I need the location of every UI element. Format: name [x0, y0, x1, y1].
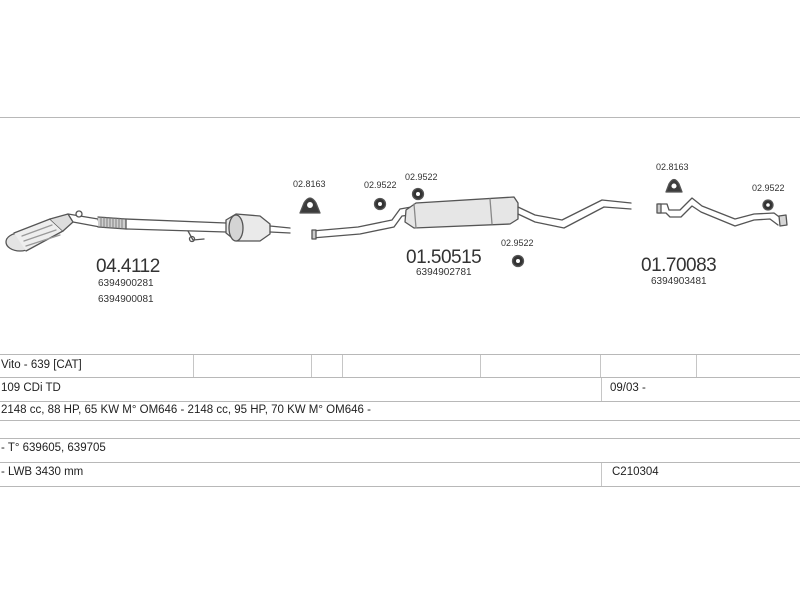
- rear-pipe-assembly: [656, 197, 788, 227]
- part-number-hanger: 02.8163: [656, 162, 689, 172]
- divider: [480, 355, 481, 377]
- type-codes: - T° 639605, 639705: [1, 442, 106, 454]
- oem-number: 6394903481: [651, 276, 707, 287]
- part-number-rubber: 02.9522: [364, 180, 397, 190]
- divider: [601, 463, 602, 486]
- catalog-code: C210304: [612, 466, 659, 478]
- rubber-mount-icon: [762, 199, 774, 211]
- part-number-rubber: 02.9522: [501, 238, 534, 248]
- model-name: Vito - 639 [CAT]: [1, 359, 82, 371]
- exhaust-diagram: [5, 178, 788, 268]
- rubber-hanger-icon: [299, 197, 321, 214]
- part-number-rubber: 02.9522: [405, 172, 438, 182]
- part-number-rear-pipe: 01.70083: [641, 255, 717, 276]
- divider: [0, 486, 800, 487]
- rubber-mount-icon: [411, 187, 425, 201]
- oem-number: 6394900081: [98, 294, 154, 305]
- divider: [0, 438, 800, 439]
- oem-number: 6394900281: [98, 278, 154, 289]
- divider: [0, 377, 800, 378]
- divider: [342, 355, 343, 377]
- part-number-hanger: 02.8163: [293, 179, 326, 189]
- divider: [311, 355, 312, 377]
- divider: [600, 355, 601, 377]
- divider: [601, 378, 602, 401]
- divider: [193, 355, 194, 377]
- engine-specs: 2148 cc, 88 HP, 65 KW M° OM646 - 2148 cc…: [1, 404, 371, 416]
- divider: [0, 401, 800, 402]
- divider: [0, 354, 800, 355]
- divider: [0, 117, 800, 118]
- divider: [696, 355, 697, 377]
- rubber-mount-icon: [511, 254, 525, 268]
- part-number-cat-assembly: 04.4112: [96, 256, 160, 277]
- part-number-rubber: 02.9522: [752, 183, 785, 193]
- catalytic-converter-assembly: [5, 210, 291, 252]
- rubber-hanger-icon: [665, 178, 683, 193]
- date-range: 09/03 -: [610, 382, 646, 394]
- middle-silencer-assembly: [311, 196, 632, 240]
- wheelbase: - LWB 3430 mm: [1, 466, 84, 478]
- divider: [0, 420, 800, 421]
- oem-number: 6394902781: [416, 267, 472, 278]
- variant-name: 109 CDi TD: [1, 382, 61, 394]
- divider: [0, 462, 800, 463]
- part-number-middle-silencer: 01.50515: [406, 247, 482, 268]
- rubber-mount-icon: [373, 197, 387, 211]
